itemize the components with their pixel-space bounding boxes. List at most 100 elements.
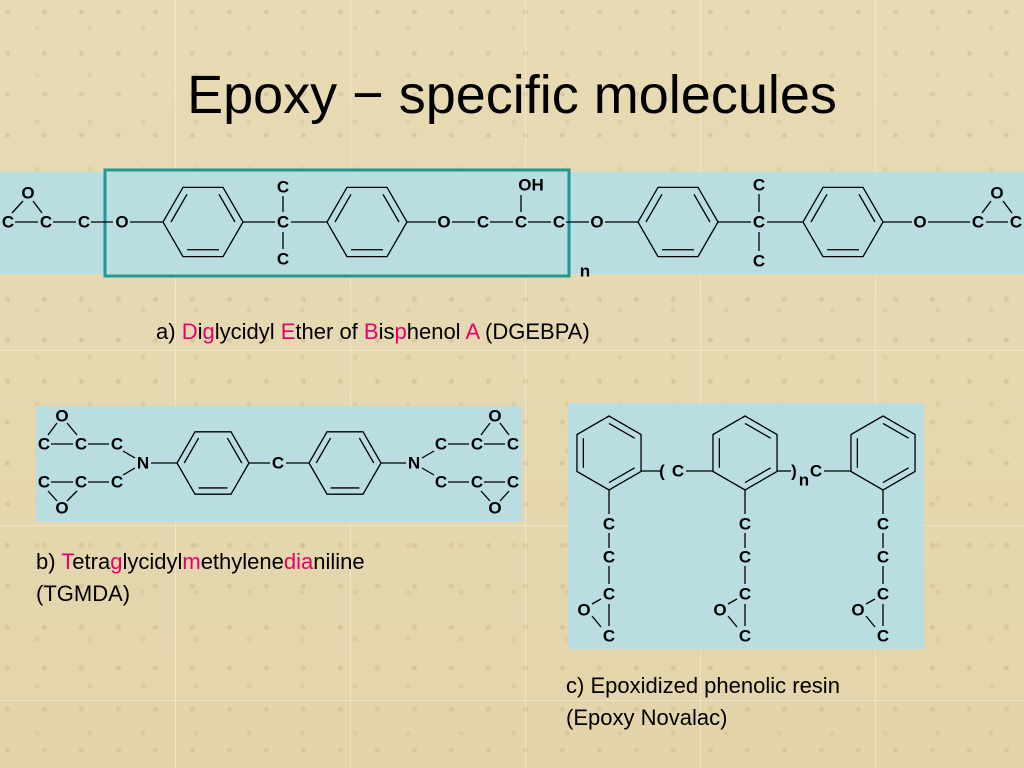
caption-segment: A (465, 319, 479, 344)
bond (11, 200, 24, 214)
bond (882, 422, 909, 439)
atom-label: C (877, 515, 889, 534)
atom-label: C (810, 462, 822, 481)
caption-dgebpa: a) Diglycidyl Ether of Bisphenol A (DGEB… (156, 316, 590, 348)
bond (183, 437, 200, 464)
caption-segment: ther of (295, 319, 364, 344)
caption-segment: g (202, 319, 215, 344)
bond (382, 193, 400, 223)
atom-label: O (55, 499, 68, 518)
bond (122, 467, 136, 476)
atom-label: C (877, 627, 889, 646)
caption-text: Tetraglycidylmethylenedianiline (61, 549, 364, 574)
atom-label: C (753, 176, 765, 195)
tile-seam (0, 350, 1024, 351)
tile-seam (875, 0, 876, 768)
caption-text: Diglycidyl Ether of Bisphenol A (DGEBPA) (182, 319, 590, 344)
atom-label: C (277, 178, 289, 197)
atom-label: C (753, 213, 765, 232)
caption-segment: i (197, 319, 203, 344)
bond (865, 598, 876, 605)
caption-segment: p (394, 319, 407, 344)
caption-prefix: b) (36, 549, 62, 574)
atom-label: C (972, 213, 984, 232)
atom-label: C (78, 213, 90, 232)
caption-novalac: c) Epoxidized phenolic resin (Epoxy Nova… (566, 670, 840, 734)
bond (47, 422, 58, 436)
bond (608, 422, 635, 439)
atom-label: C (507, 473, 519, 492)
atom-label: C (672, 462, 684, 481)
bond (480, 422, 491, 436)
bonds (11, 193, 1013, 628)
atom-label: C (877, 585, 889, 604)
atom-label: C (38, 473, 50, 492)
panel-dgebpa (0, 172, 1024, 274)
bond (727, 598, 738, 605)
atom-label: C (435, 473, 447, 492)
atom-label: C (553, 213, 565, 232)
bond (693, 193, 711, 223)
repeat-count-n: n (580, 262, 590, 281)
caption-segment: niline (313, 549, 365, 574)
atom-label: O (913, 213, 926, 232)
caption-segment: henol (406, 319, 466, 344)
bond (1002, 200, 1013, 214)
atom-label: O (21, 184, 34, 203)
paren-close: ) (791, 462, 797, 481)
atom-label: N (137, 454, 149, 473)
caption-segment: ethylene (200, 549, 284, 574)
bond (315, 437, 332, 464)
caption-tgmda: b) Tetraglycidylmethylenedianiline (TGMD… (36, 546, 365, 610)
atom-label: C (753, 252, 765, 271)
bond (810, 193, 828, 223)
atom-label: C (739, 548, 751, 567)
bond (32, 200, 43, 214)
atom-label: C (75, 435, 87, 454)
atom-label: C (603, 585, 615, 604)
atom-label: C (75, 473, 87, 492)
atom-label: C (603, 627, 615, 646)
atom-label: C (111, 473, 123, 492)
atom-label: C (1010, 213, 1022, 232)
caption-abbrev: (TGMDA) (36, 581, 131, 606)
caption-prefix: a) (156, 319, 182, 344)
atom-label: O (488, 499, 501, 518)
tile-seam (525, 0, 526, 768)
atom-label: C (739, 585, 751, 604)
atom-label: C (477, 213, 489, 232)
atom-label: C (40, 213, 52, 232)
bond (66, 490, 78, 502)
atom-label: C (877, 548, 889, 567)
atom-label: C (603, 548, 615, 567)
atom-label: O (55, 407, 68, 426)
atom-label: O (713, 601, 726, 620)
bond (358, 437, 375, 464)
caption-segment: etra (72, 549, 111, 574)
bond (66, 422, 78, 436)
atom-label: O (990, 184, 1003, 203)
caption-segment: B (363, 319, 379, 344)
tile-seam (175, 0, 176, 768)
bond (122, 450, 136, 459)
benzene-ring (326, 186, 408, 258)
caption-segment: g (110, 549, 123, 574)
panel-tgmda (36, 406, 522, 522)
bond (218, 193, 236, 223)
atom-label: C (739, 627, 751, 646)
atom-label: C (2, 213, 14, 232)
atom-label: OH (518, 176, 544, 195)
atom-label: O (577, 601, 590, 620)
caption-segment: T (61, 549, 73, 574)
atom-label: O (851, 601, 864, 620)
benzene-ring (308, 431, 382, 495)
bond (170, 193, 188, 223)
atom-label: C (277, 250, 289, 269)
caption-line-1: c) Epoxidized phenolic resin (566, 673, 840, 698)
bond (858, 193, 876, 223)
benzene-ring (162, 186, 244, 258)
bond (421, 467, 435, 476)
atom-label: C (471, 435, 483, 454)
page-title: Epoxy − specific molecules (187, 65, 837, 125)
